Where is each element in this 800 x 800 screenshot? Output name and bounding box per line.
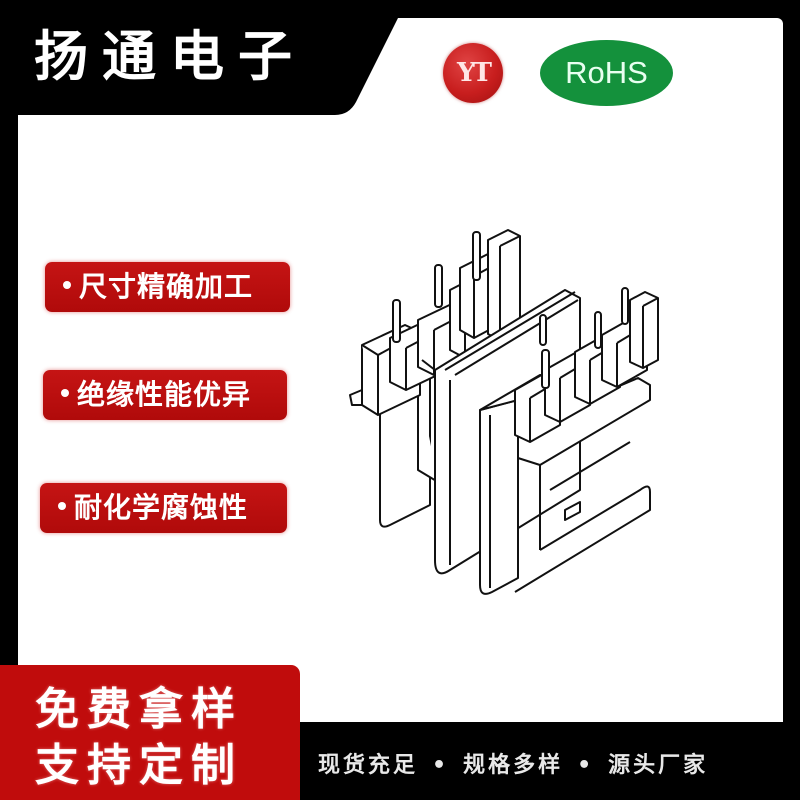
header-tab-shape — [0, 0, 420, 115]
promo-box: 免费拿样 支持定制 — [0, 665, 300, 800]
footer-item-variety: 规格多样 — [463, 753, 564, 778]
promo-customization-text: 支持定制 — [35, 740, 243, 791]
bullet-icon — [58, 502, 66, 510]
footer-bar: 现货充足 • 规格多样 • 源头厂家 — [300, 722, 800, 800]
separator-dot-icon: • — [432, 753, 450, 778]
feature-text: 绝缘性能优异 — [77, 378, 252, 411]
footer-item-in-stock: 现货充足 — [318, 753, 419, 778]
feature-text: 耐化学腐蚀性 — [74, 491, 249, 524]
promo-free-sample-text: 免费拿样 — [35, 684, 243, 735]
bullet-icon — [61, 389, 69, 397]
bullet-icon — [63, 281, 71, 289]
feature-label-insulation: 绝缘性能优异 — [43, 370, 287, 420]
brand-title: 扬通电子 — [34, 25, 306, 88]
transformer-bobbin-icon — [349, 229, 659, 595]
feature-label-chemical-resistance: 耐化学腐蚀性 — [40, 483, 287, 533]
product-illustration — [340, 220, 680, 600]
footer-item-factory-direct: 源头厂家 — [608, 753, 709, 778]
yt-logo-badge: YT — [443, 43, 503, 103]
rohs-cert-badge: RoHS — [540, 40, 673, 106]
separator-dot-icon: • — [577, 753, 595, 778]
feature-text: 尺寸精确加工 — [79, 270, 254, 303]
brand-header — [0, 0, 420, 115]
footer-tagline: 现货充足 • 规格多样 • 源头厂家 — [318, 747, 708, 779]
feature-label-precision: 尺寸精确加工 — [45, 262, 290, 312]
